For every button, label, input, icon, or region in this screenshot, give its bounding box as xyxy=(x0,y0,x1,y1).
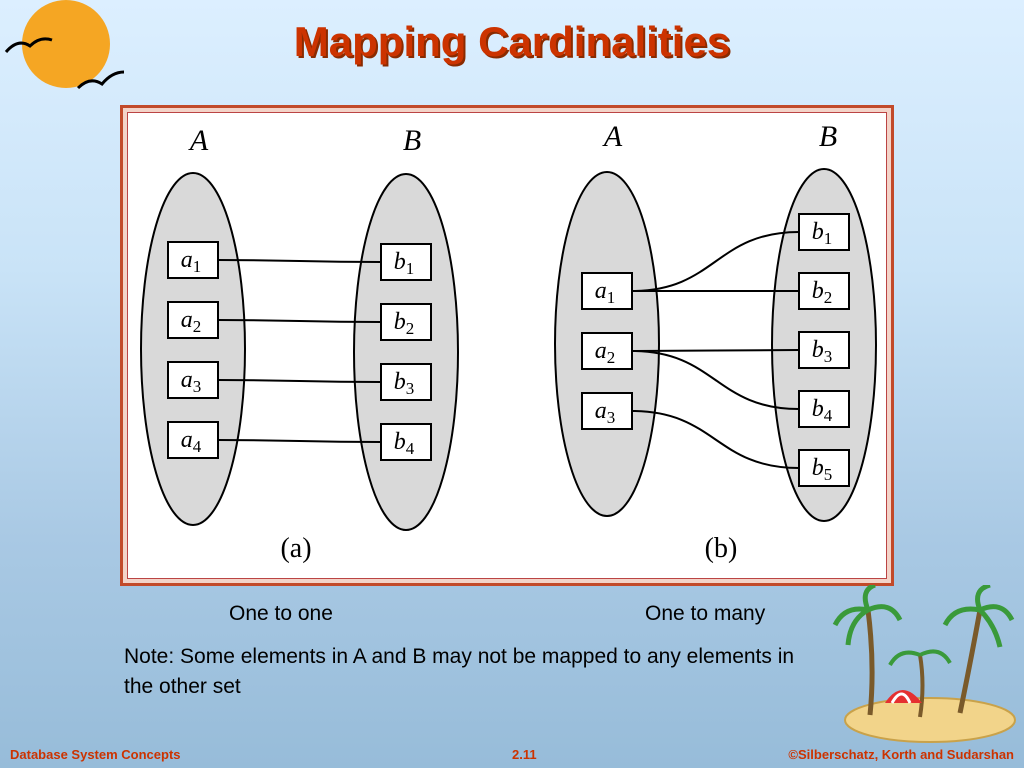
diagram-b-a-item-3-box xyxy=(581,392,633,430)
diagram-a-b-item-4-box xyxy=(380,423,432,461)
caption-one-to-many: One to many xyxy=(645,602,766,625)
diagram-b-set-a-label: A xyxy=(602,120,623,153)
diagram-b-sub-label: (b) xyxy=(705,533,738,564)
diagram-b-a-item-2: a2 xyxy=(595,338,616,367)
diagram-a-a-item-4: a4 xyxy=(181,427,202,456)
island-decoration xyxy=(832,585,1016,743)
diagram-a-b-item-1: b1 xyxy=(394,249,415,278)
diagram-a-mapping-edge xyxy=(217,379,382,383)
footer-left: Database System Concepts xyxy=(10,747,181,762)
diagram-b-b-item-1: b1 xyxy=(812,219,833,248)
diagram-b-b-item-5: b5 xyxy=(812,455,833,484)
diagram-a-b-item-2-box xyxy=(380,303,432,341)
diagram-b-set-b-label: B xyxy=(819,120,837,153)
diagram-a-b-item-2: b2 xyxy=(394,309,415,338)
diagram-b-b-item-3-box xyxy=(798,331,850,369)
diagram-a-b-item-1-box xyxy=(380,243,432,281)
diagram-b-b-item-2-box xyxy=(798,272,850,310)
diagram-a-b-item-3: b3 xyxy=(394,369,415,398)
diagram-a-mapping-edge xyxy=(217,439,382,443)
diagram-a-set-b-ellipse xyxy=(353,173,459,531)
footer-right: ©Silberschatz, Korth and Sudarshan xyxy=(788,747,1014,762)
diagram-b-b-item-2: b2 xyxy=(812,278,833,307)
diagram-b-b-item-5-box xyxy=(798,449,850,487)
diagram-b-b-item-1-box xyxy=(798,213,850,251)
diagram-b-a-item-2-box xyxy=(581,332,633,370)
bird-icon xyxy=(4,37,53,54)
footer-page-number: 2.11 xyxy=(512,747,537,762)
diagram-a-set-a-ellipse xyxy=(140,172,246,526)
diagram-b-b-item-4: b4 xyxy=(812,396,833,425)
diagram-b-mapping-edge xyxy=(631,349,800,352)
diagram-b-b-item-4-box xyxy=(798,390,850,428)
diagram-a-a-item-1: a1 xyxy=(181,247,202,276)
bird-icon xyxy=(76,70,125,90)
diagram-a-a-item-2: a2 xyxy=(181,307,202,336)
diagram-a-a-item-4-box xyxy=(167,421,219,459)
diagram-a-b-item-3-box xyxy=(380,363,432,401)
diagram-b-mapping-edge xyxy=(631,231,800,292)
page-title: Mapping Cardinalities xyxy=(293,18,731,65)
diagram-b-a-item-3: a3 xyxy=(595,398,616,427)
diagram-b-mapping-edge xyxy=(631,410,800,469)
diagram-a-a-item-3-box xyxy=(167,361,219,399)
diagram-a-b-item-4: b4 xyxy=(394,429,415,458)
diagram-a-sub-label: (a) xyxy=(280,533,311,564)
diagram-b-a-item-1: a1 xyxy=(595,278,616,307)
diagram-b-mapping-edge xyxy=(631,350,800,410)
diagram-a-mapping-edge xyxy=(217,319,382,323)
diagram-a-a-item-2-box xyxy=(167,301,219,339)
mapping-diagram: A Ba1 a2 a3 a4 b1 b2 b3 b4 (a) A Ba1 a2 a3 b1 b2 b3 b4 b5 (… xyxy=(140,120,877,564)
diagram-b-b-item-3: b3 xyxy=(812,337,833,366)
diagram-a-set-b-label: B xyxy=(403,124,421,157)
diagram-b-a-item-1-box xyxy=(581,272,633,310)
diagram-a-a-item-1-box xyxy=(167,241,219,279)
diagram-a-set-a-label: A xyxy=(188,124,209,157)
diagram-a-a-item-3: a3 xyxy=(181,367,202,396)
sun-decoration xyxy=(22,0,110,88)
diagram-a-mapping-edge xyxy=(217,259,382,263)
caption-one-to-one: One to one xyxy=(229,602,333,625)
note-text: Note: Some elements in A and B may not b… xyxy=(124,645,795,698)
